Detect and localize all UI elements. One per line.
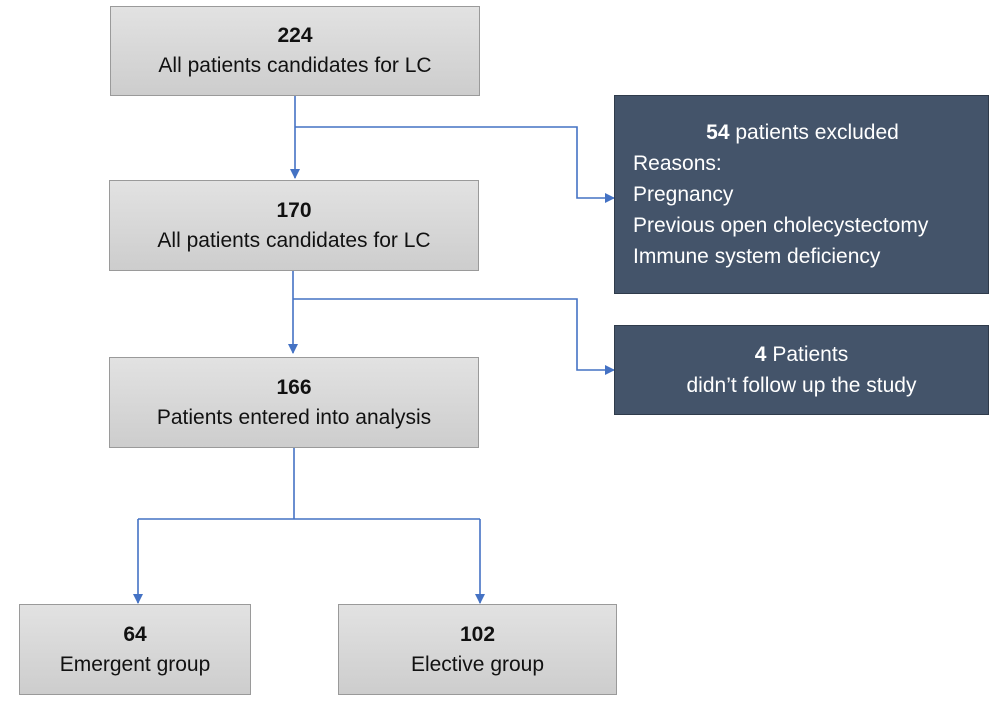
excluded-count: 54 <box>706 121 730 144</box>
box-all-patients-224: 224 All patients candidates for LC <box>110 6 480 96</box>
excluded-text: patients excluded <box>735 121 899 144</box>
box-emergent-group: 64 Emergent group <box>19 604 251 695</box>
reason-pregnancy: Pregnancy <box>633 183 734 206</box>
count-170: 170 <box>276 198 312 222</box>
arrow-170-to-dropout <box>293 298 615 375</box>
reason-previous-cholecystectomy: Previous open cholecystectomy <box>633 214 929 237</box>
reason-immune-deficiency: Immune system deficiency <box>633 245 881 268</box>
box-all-patients-170: 170 All patients candidates for LC <box>109 180 479 271</box>
dropout-count: 4 <box>754 343 767 366</box>
count-102: 102 <box>459 622 496 646</box>
excluded-headline: 54 patients excluded <box>706 117 899 148</box>
dropout-detail: didn’t follow up the study <box>686 374 917 397</box>
box-dropout: 4 Patients didn’t follow up the study <box>614 325 989 415</box>
dropout-headline: 4 Patients <box>755 339 848 370</box>
count-64: 64 <box>123 622 147 646</box>
reasons-label: Reasons: <box>633 152 722 175</box>
arrow-224-to-excluded <box>295 126 615 203</box>
label-elective-group: Elective group <box>410 652 545 676</box>
count-224: 224 <box>277 24 313 47</box>
label-entered-analysis: Patients entered into analysis <box>156 405 432 429</box>
box-patients-excluded: 54 patients excluded Reasons: Pregnancy … <box>614 95 989 294</box>
label-emergent-group: Emergent group <box>59 652 211 676</box>
dropout-label: Patients <box>772 343 849 366</box>
label-all-patients-2: All patients candidates for LC <box>157 228 431 252</box>
box-entered-analysis: 166 Patients entered into analysis <box>109 357 479 448</box>
label-all-patients: All patients candidates for LC <box>158 54 432 77</box>
box-elective-group: 102 Elective group <box>338 604 617 695</box>
count-166: 166 <box>276 375 312 399</box>
